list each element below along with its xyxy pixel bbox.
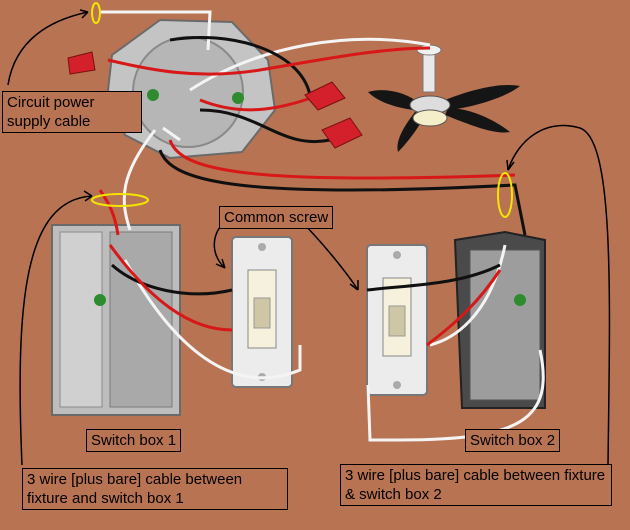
- pointer-arrows: [7, 9, 611, 466]
- ground-screw-icon: [147, 89, 159, 101]
- cable-box-1-label: 3 wire [plus bare] cable between fixture…: [22, 468, 288, 510]
- cable-markers: [91, 2, 513, 218]
- wire-nut-icon: [321, 117, 363, 149]
- switch-box-1-label: Switch box 1: [86, 429, 182, 452]
- ceiling-fan: [368, 44, 520, 152]
- wire-nuts: [67, 51, 363, 149]
- black-wires: [111, 36, 527, 296]
- common-screw-label: Common screw: [219, 206, 334, 229]
- switch-box-1-body: [51, 224, 181, 416]
- ground-screw-icon: [232, 92, 244, 104]
- switch-box-2-body: [453, 230, 546, 409]
- ground-screw-icon: [514, 294, 526, 306]
- switch-box-2-label: Switch box 2: [465, 429, 561, 452]
- cable-box-2-label: 3 wire [plus bare] cable between fixture…: [340, 464, 612, 506]
- three-way-switch-1: [231, 236, 293, 388]
- circuit-power-label: Circuit power supply cable: [2, 91, 142, 133]
- wire-nut-icon: [304, 81, 346, 111]
- three-way-switch-2: [366, 244, 428, 396]
- wire-nut-icon: [67, 51, 96, 75]
- ground-screw-icon: [94, 294, 106, 306]
